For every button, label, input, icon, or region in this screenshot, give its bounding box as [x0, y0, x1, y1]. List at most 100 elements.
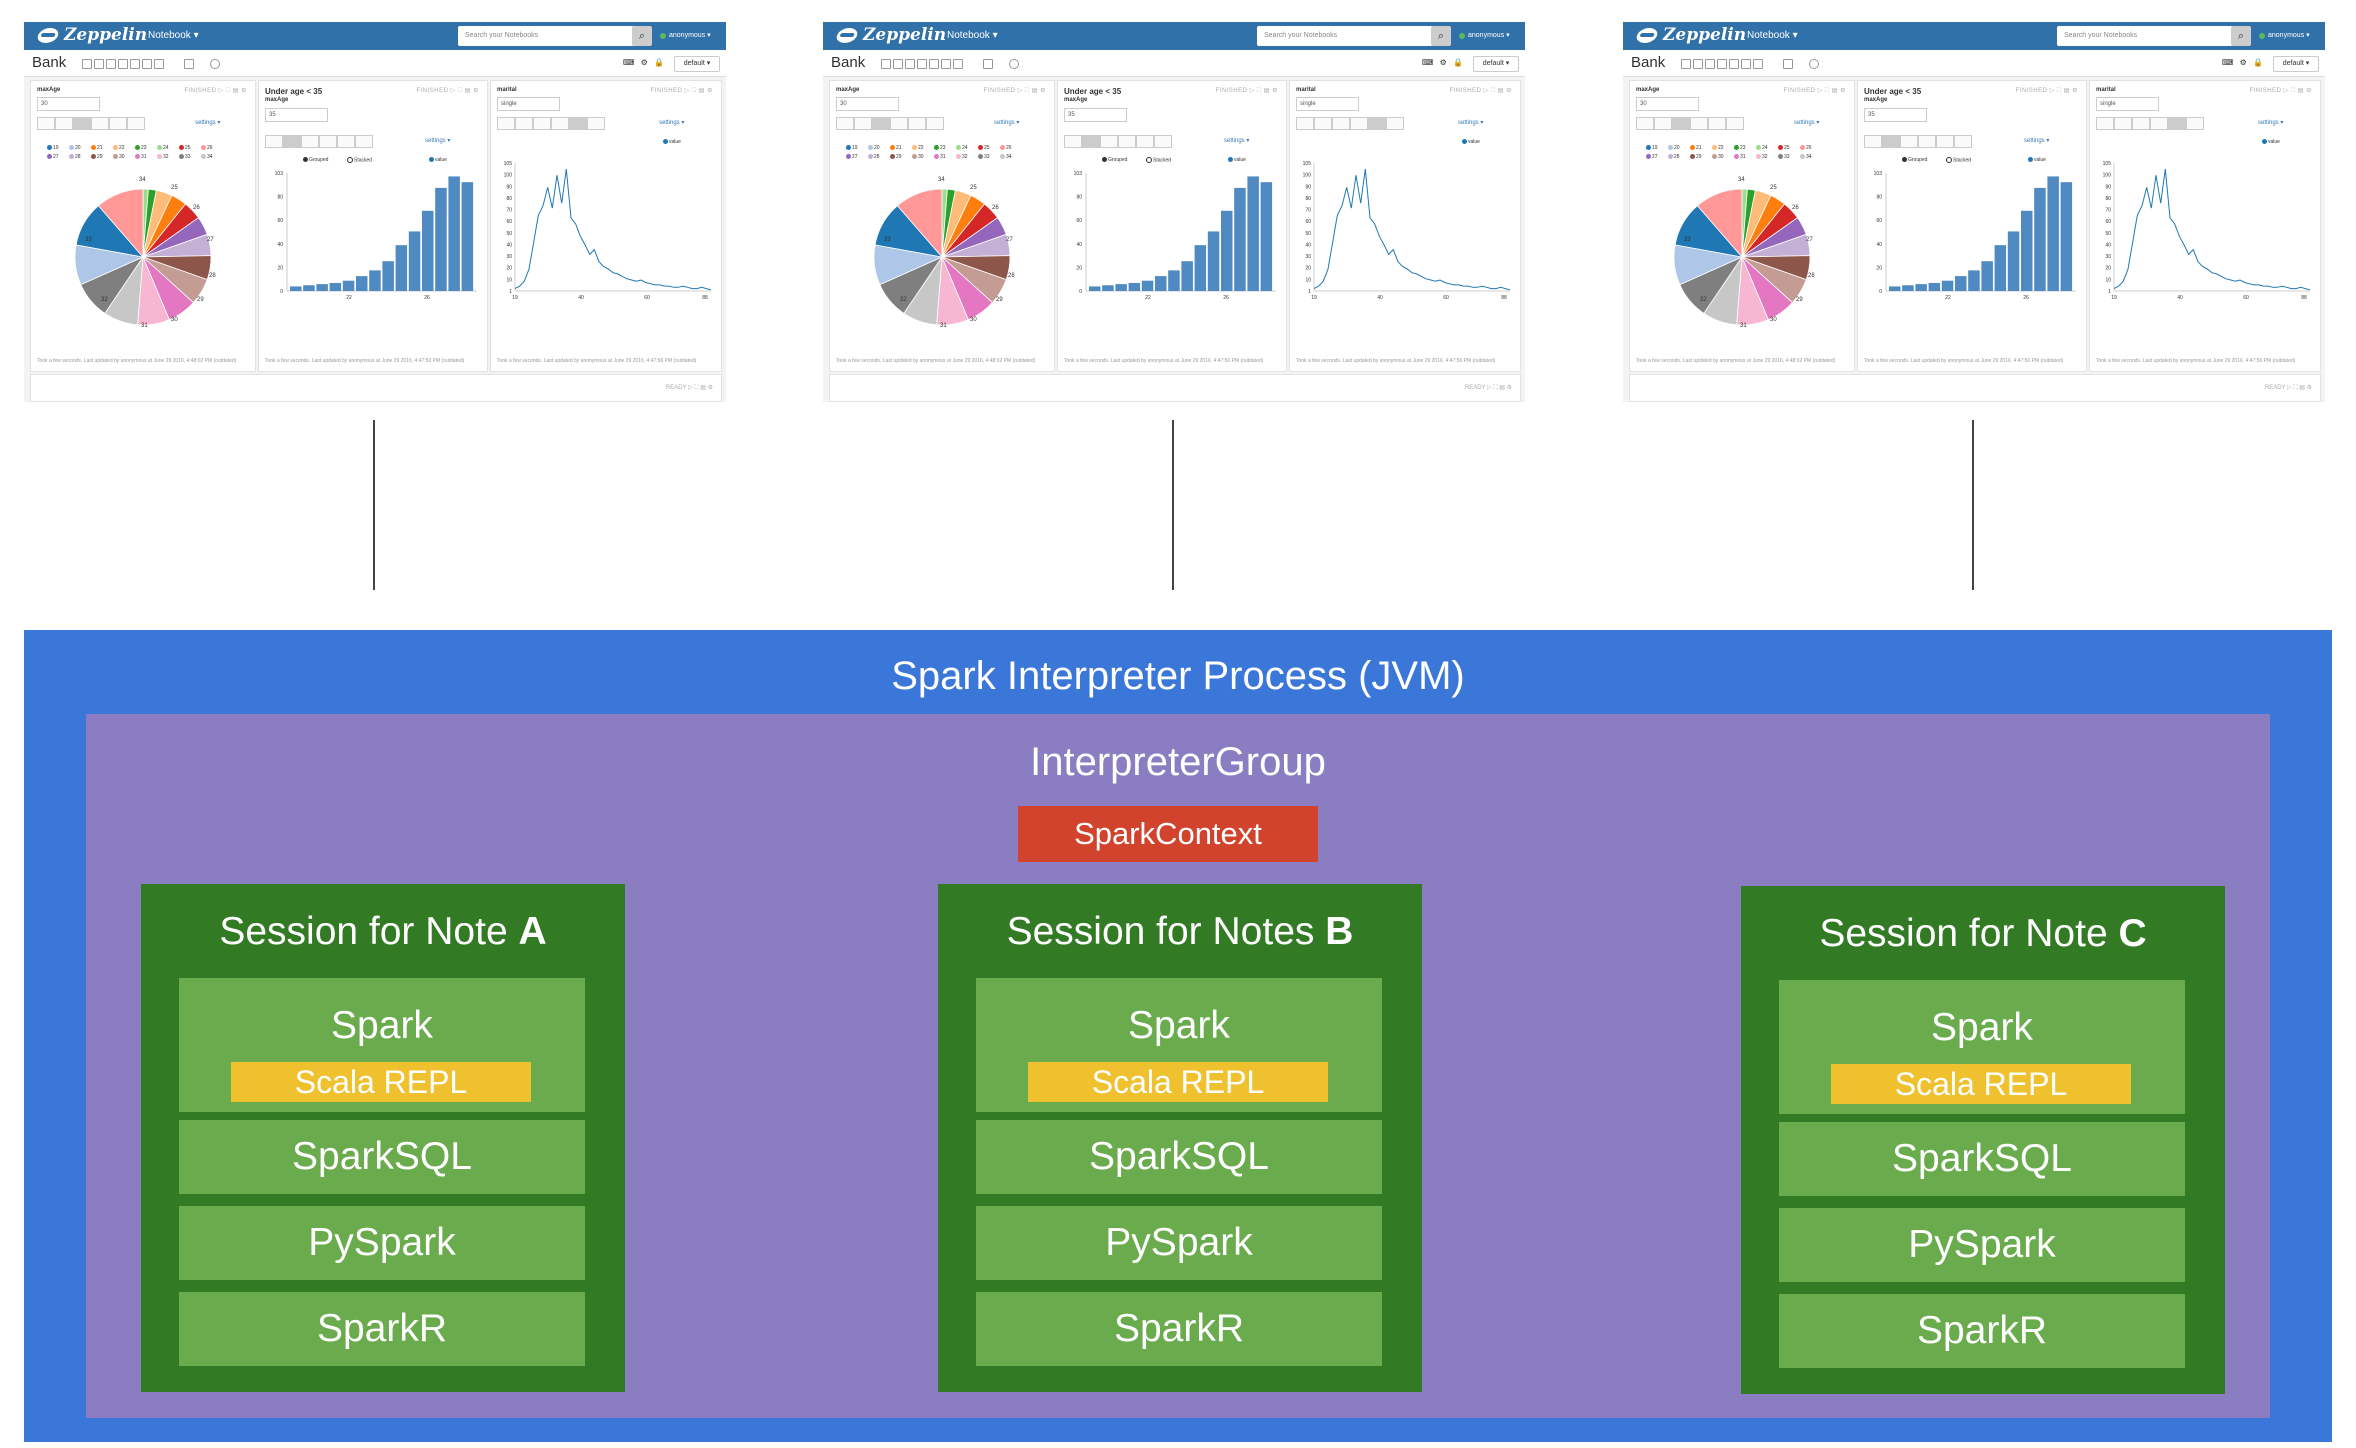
maxage-input[interactable]: 35: [1064, 108, 1127, 122]
scatter-chart-icon[interactable]: [1154, 135, 1172, 148]
settings-link[interactable]: settings ▾: [1458, 120, 1484, 126]
clone-icon[interactable]: [1729, 59, 1739, 69]
pie-chart-icon[interactable]: [533, 117, 551, 130]
legend-series[interactable]: value: [2262, 139, 2280, 145]
legend-item[interactable]: 19: [1646, 145, 1658, 151]
legend-stacked[interactable]: Stacked: [1146, 157, 1171, 163]
maxage-input[interactable]: 35: [1864, 108, 1927, 122]
export-icon[interactable]: [142, 59, 152, 69]
scatter-chart-icon[interactable]: [355, 135, 373, 148]
table-icon[interactable]: [1296, 117, 1314, 130]
export-icon[interactable]: [1741, 59, 1751, 69]
user-menu[interactable]: anonymous ▾: [2268, 32, 2310, 39]
notebook-menu[interactable]: Notebook ▾: [148, 30, 199, 41]
legend-series[interactable]: value: [429, 157, 447, 163]
area-chart-icon[interactable]: [1350, 117, 1368, 130]
clone-icon[interactable]: [130, 59, 140, 69]
interpreter-default-button[interactable]: default ▾: [2273, 56, 2319, 72]
settings-link[interactable]: settings ▾: [659, 120, 685, 126]
notebook-search-input[interactable]: Search your Notebooks: [2057, 26, 2236, 46]
notebook-menu[interactable]: Notebook ▾: [947, 30, 998, 41]
legend-item[interactable]: 23: [934, 145, 946, 151]
legend-item[interactable]: 30: [912, 154, 924, 160]
settings-link[interactable]: settings ▾: [1794, 120, 1820, 126]
legend-item[interactable]: 29: [91, 154, 103, 160]
area-chart-icon[interactable]: [1690, 117, 1708, 130]
legend-item[interactable]: 25: [1778, 145, 1790, 151]
bar-chart-icon[interactable]: [515, 117, 533, 130]
legend-item[interactable]: 34: [1800, 154, 1812, 160]
user-menu[interactable]: anonymous ▾: [1468, 32, 1510, 39]
line-chart-icon[interactable]: [1708, 117, 1726, 130]
scatter-chart-icon[interactable]: [1386, 117, 1404, 130]
legend-series[interactable]: value: [2028, 157, 2046, 163]
maxage-input[interactable]: 30: [37, 97, 100, 111]
search-icon[interactable]: ⌕: [1431, 26, 1451, 46]
scatter-chart-icon[interactable]: [926, 117, 944, 130]
show-code-icon[interactable]: [94, 59, 104, 69]
legend-item[interactable]: 27: [846, 154, 858, 160]
scatter-chart-icon[interactable]: [1954, 135, 1972, 148]
marital-select[interactable]: single: [497, 97, 560, 111]
legend-item[interactable]: 20: [69, 145, 81, 151]
line-chart-icon[interactable]: [569, 117, 587, 130]
table-icon[interactable]: [836, 117, 854, 130]
clone-icon[interactable]: [929, 59, 939, 69]
marital-select[interactable]: single: [2096, 97, 2159, 111]
settings-link[interactable]: settings ▾: [2258, 120, 2284, 126]
show-output-icon[interactable]: [905, 59, 915, 69]
keyboard-icon[interactable]: ⌨ ⚙ 🔒: [2221, 58, 2265, 67]
clear-output-icon[interactable]: [1717, 59, 1727, 69]
legend-item[interactable]: 33: [179, 154, 191, 160]
legend-item[interactable]: 28: [1668, 154, 1680, 160]
schedule-icon[interactable]: [1809, 59, 1819, 69]
schedule-icon[interactable]: [1009, 59, 1019, 69]
legend-item[interactable]: 29: [1690, 154, 1702, 160]
legend-item[interactable]: 27: [1646, 154, 1658, 160]
interpreter-default-button[interactable]: default ▾: [674, 56, 720, 72]
legend-stacked[interactable]: Stacked: [1946, 157, 1971, 163]
search-icon[interactable]: ⌕: [2231, 26, 2251, 46]
show-output-icon[interactable]: [1705, 59, 1715, 69]
bar-chart-icon[interactable]: [1654, 117, 1672, 130]
area-chart-icon[interactable]: [1918, 135, 1936, 148]
bar-chart-icon[interactable]: [283, 135, 301, 148]
maxage-input[interactable]: 30: [1636, 97, 1699, 111]
line-chart-icon[interactable]: [2168, 117, 2186, 130]
export-icon[interactable]: [941, 59, 951, 69]
version-icon[interactable]: [953, 59, 963, 69]
legend-item[interactable]: 19: [846, 145, 858, 151]
pie-chart-icon[interactable]: [73, 117, 91, 130]
pie-chart-icon[interactable]: [1900, 135, 1918, 148]
maxage-input[interactable]: 30: [836, 97, 899, 111]
delete-icon[interactable]: [184, 59, 194, 69]
bar-chart-icon[interactable]: [854, 117, 872, 130]
table-icon[interactable]: [37, 117, 55, 130]
legend-item[interactable]: 23: [135, 145, 147, 151]
keyboard-icon[interactable]: ⌨ ⚙ 🔒: [622, 58, 666, 67]
scatter-chart-icon[interactable]: [2186, 117, 2204, 130]
run-all-icon[interactable]: [82, 59, 92, 69]
bar-chart-icon[interactable]: [55, 117, 73, 130]
legend-item[interactable]: 32: [956, 154, 968, 160]
bar-chart-icon[interactable]: [1882, 135, 1900, 148]
legend-item[interactable]: 34: [1000, 154, 1012, 160]
pie-chart-icon[interactable]: [872, 117, 890, 130]
legend-item[interactable]: 21: [1690, 145, 1702, 151]
settings-link[interactable]: settings ▾: [195, 120, 221, 126]
legend-item[interactable]: 24: [157, 145, 169, 151]
legend-item[interactable]: 25: [179, 145, 191, 151]
line-chart-icon[interactable]: [109, 117, 127, 130]
area-chart-icon[interactable]: [1118, 135, 1136, 148]
legend-item[interactable]: 27: [47, 154, 59, 160]
table-icon[interactable]: [1636, 117, 1654, 130]
legend-item[interactable]: 21: [91, 145, 103, 151]
legend-item[interactable]: 23: [1734, 145, 1746, 151]
line-chart-icon[interactable]: [908, 117, 926, 130]
version-icon[interactable]: [154, 59, 164, 69]
scatter-chart-icon[interactable]: [1726, 117, 1744, 130]
legend-series[interactable]: value: [1228, 157, 1246, 163]
settings-link[interactable]: settings ▾: [425, 138, 451, 144]
empty-paragraph[interactable]: READY ▷ ⛶ ▤ ⚙: [30, 374, 722, 402]
empty-paragraph[interactable]: READY ▷ ⛶ ▤ ⚙: [829, 374, 1521, 402]
